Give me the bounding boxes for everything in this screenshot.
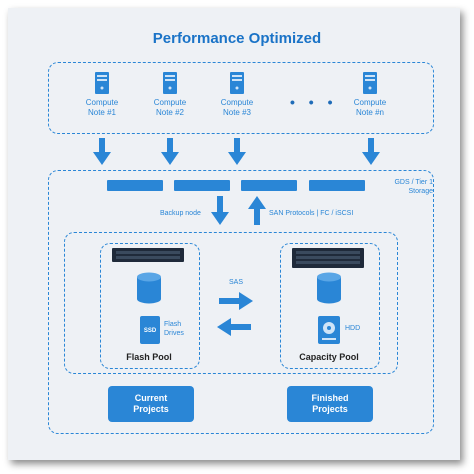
ssd-icon-text: SSD — [144, 328, 157, 334]
database-icon — [317, 272, 341, 304]
backup-node-label: Backup node — [160, 210, 201, 217]
page-title: Performance Optimized — [152, 30, 322, 47]
ellipsis: • • • — [290, 94, 338, 110]
compute-node-label-line1: Compute — [85, 98, 119, 107]
server-icon — [163, 72, 177, 94]
arrow-down-icon — [228, 138, 246, 165]
finished-projects-line2: Projects — [312, 404, 348, 414]
san-protocols-label: SAN Protocols | FC / iSCSI — [269, 210, 354, 217]
storage-node-1 — [107, 180, 163, 191]
current-projects-line1: Current — [134, 393, 168, 403]
pools-region — [64, 232, 398, 374]
flash-pool-box — [100, 243, 200, 369]
storage-node-2 — [174, 180, 230, 191]
compute-node-label-line1: Compute — [220, 98, 254, 107]
capacity-pool-box — [280, 243, 380, 369]
arrow-down-icon — [93, 138, 111, 165]
server-icon — [363, 72, 377, 94]
bidirectional-arrow-icon — [217, 292, 253, 336]
compute-node-label-line2: Note #n — [355, 108, 385, 117]
arrow-down-icon — [161, 138, 179, 165]
hdd-icon — [318, 316, 340, 344]
rack-server-icon — [112, 248, 184, 262]
finished-projects-line1: Finished — [311, 393, 349, 403]
compute-node-label-line1: Compute — [153, 98, 187, 107]
capacity-pool-label: Capacity Pool — [299, 352, 359, 362]
server-icon — [230, 72, 244, 94]
server-icon — [95, 72, 109, 94]
storage-region — [48, 170, 434, 434]
storage-node-3 — [241, 180, 297, 191]
hdd-label: HDD — [345, 325, 361, 332]
arrow-up-icon — [248, 196, 266, 225]
storage-tier-line1: GDS / Tier 1 — [394, 179, 433, 186]
rack-server-icon — [292, 248, 364, 268]
storage-tier-label: GDS / Tier 1 Storage — [373, 178, 433, 196]
sas-label: SAS — [229, 279, 244, 286]
compute-node-label-line1: Compute — [353, 98, 387, 107]
flash-drives-line2: Drives — [164, 330, 184, 337]
database-icon — [137, 272, 161, 304]
current-projects-line2: Projects — [133, 404, 169, 414]
flash-drives-label: Flash Drives — [164, 320, 184, 338]
ssd-icon: SSD — [140, 316, 160, 344]
compute-node-label-line2: Note #2 — [155, 108, 185, 117]
flash-pool-label: Flash Pool — [126, 352, 172, 362]
arrow-down-icon — [362, 138, 380, 165]
flash-drives-line1: Flash — [164, 321, 182, 328]
compute-node-label-line2: Note #1 — [87, 108, 117, 117]
compute-node-label-line2: Note #3 — [222, 108, 252, 117]
storage-node-4 — [309, 180, 365, 191]
compute-nodes-group — [48, 62, 434, 134]
storage-tier-line2: Storage — [408, 188, 433, 195]
arrow-down-icon — [211, 196, 229, 225]
